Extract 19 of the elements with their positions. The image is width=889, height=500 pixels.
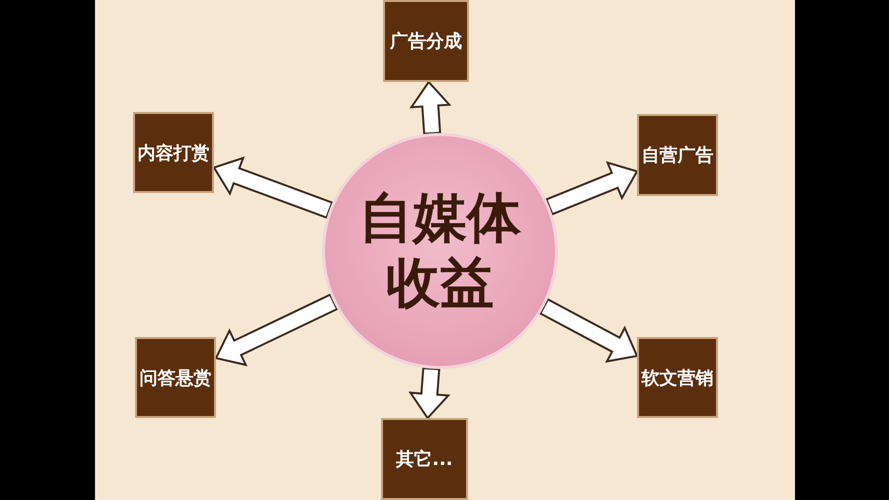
category-box: [637, 337, 718, 418]
center-title: 自媒体收益: [358, 186, 522, 316]
category-box: [381, 418, 468, 500]
category-label: 自营广告: [642, 144, 714, 167]
category-label: 其它...: [396, 448, 453, 471]
block-arrow: [408, 367, 450, 420]
category-label: 问答悬赏: [140, 366, 212, 390]
block-arrow: [545, 161, 638, 216]
category-box: [637, 114, 718, 196]
category-box: [133, 112, 214, 193]
category-box: [135, 337, 216, 418]
block-arrow: [409, 80, 452, 135]
block-arrow: [212, 156, 334, 219]
block-arrow: [539, 298, 638, 363]
block-arrow: [214, 293, 338, 366]
category-box: [383, 0, 469, 82]
category-label: 软文营销: [642, 366, 714, 390]
category-label: 内容打赏: [138, 142, 210, 164]
category-label: 广告分成: [390, 30, 462, 53]
